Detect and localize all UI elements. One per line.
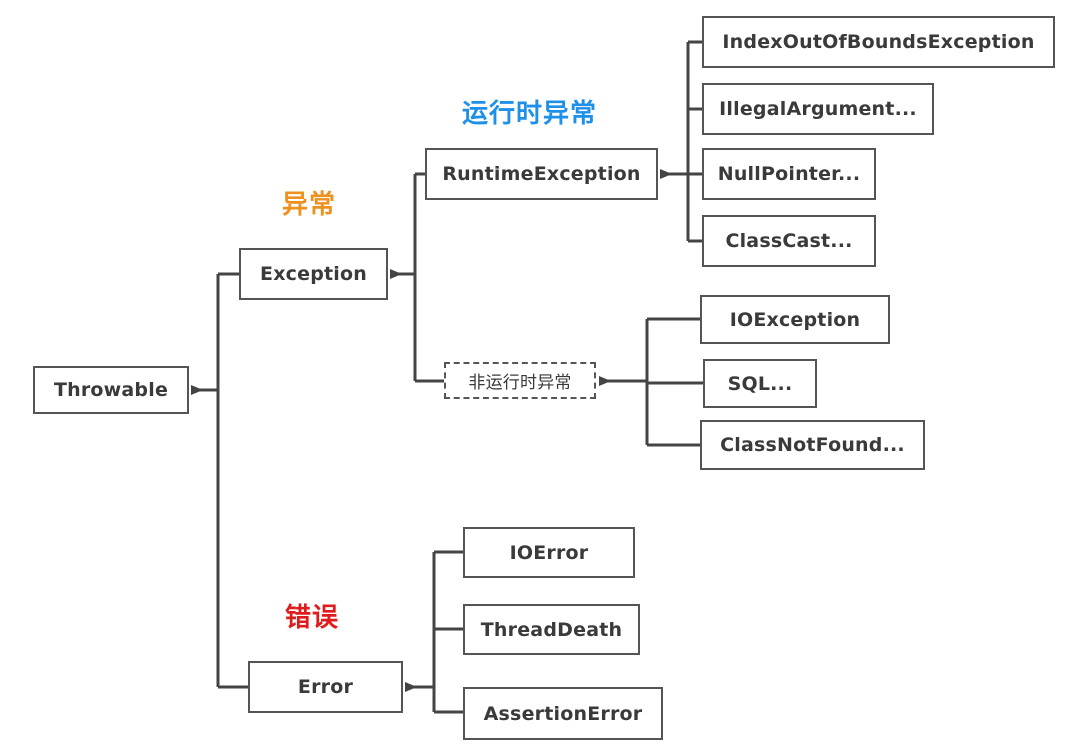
node-assertion-error[interactable]: AssertionError xyxy=(463,687,663,740)
annotation-error: 错误 xyxy=(285,603,340,633)
node-thread-death[interactable]: ThreadDeath xyxy=(463,604,640,655)
node-class-cast-exception[interactable]: ClassCast... xyxy=(702,215,876,267)
node-illegal-argument-exception[interactable]: IllegalArgument... xyxy=(702,83,934,135)
node-runtime-exception[interactable]: RuntimeException xyxy=(425,148,658,200)
node-throwable[interactable]: Throwable xyxy=(33,366,189,414)
edge-exception-branch xyxy=(390,172,444,383)
edge-non-runtime-branch xyxy=(599,317,703,447)
node-null-pointer-exception[interactable]: NullPointer... xyxy=(702,148,876,200)
annotation-exception: 异常 xyxy=(282,190,337,220)
node-io-exception[interactable]: IOException xyxy=(700,295,890,344)
node-exception[interactable]: Exception xyxy=(239,248,388,300)
edge-error-branch xyxy=(405,550,463,714)
edge-throwable-branch xyxy=(191,272,248,689)
node-sql-exception[interactable]: SQL... xyxy=(703,359,817,408)
annotation-runtime-exception: 运行时异常 xyxy=(462,99,598,129)
node-index-out-of-bounds-exception[interactable]: IndexOutOfBoundsException xyxy=(702,16,1055,68)
node-class-not-found-exception[interactable]: ClassNotFound... xyxy=(700,420,925,470)
node-non-runtime-exception[interactable]: 非运行时异常 xyxy=(444,362,596,399)
node-error[interactable]: Error xyxy=(248,661,403,713)
edge-runtime-branch xyxy=(660,40,702,243)
node-io-error[interactable]: IOError xyxy=(463,527,635,578)
